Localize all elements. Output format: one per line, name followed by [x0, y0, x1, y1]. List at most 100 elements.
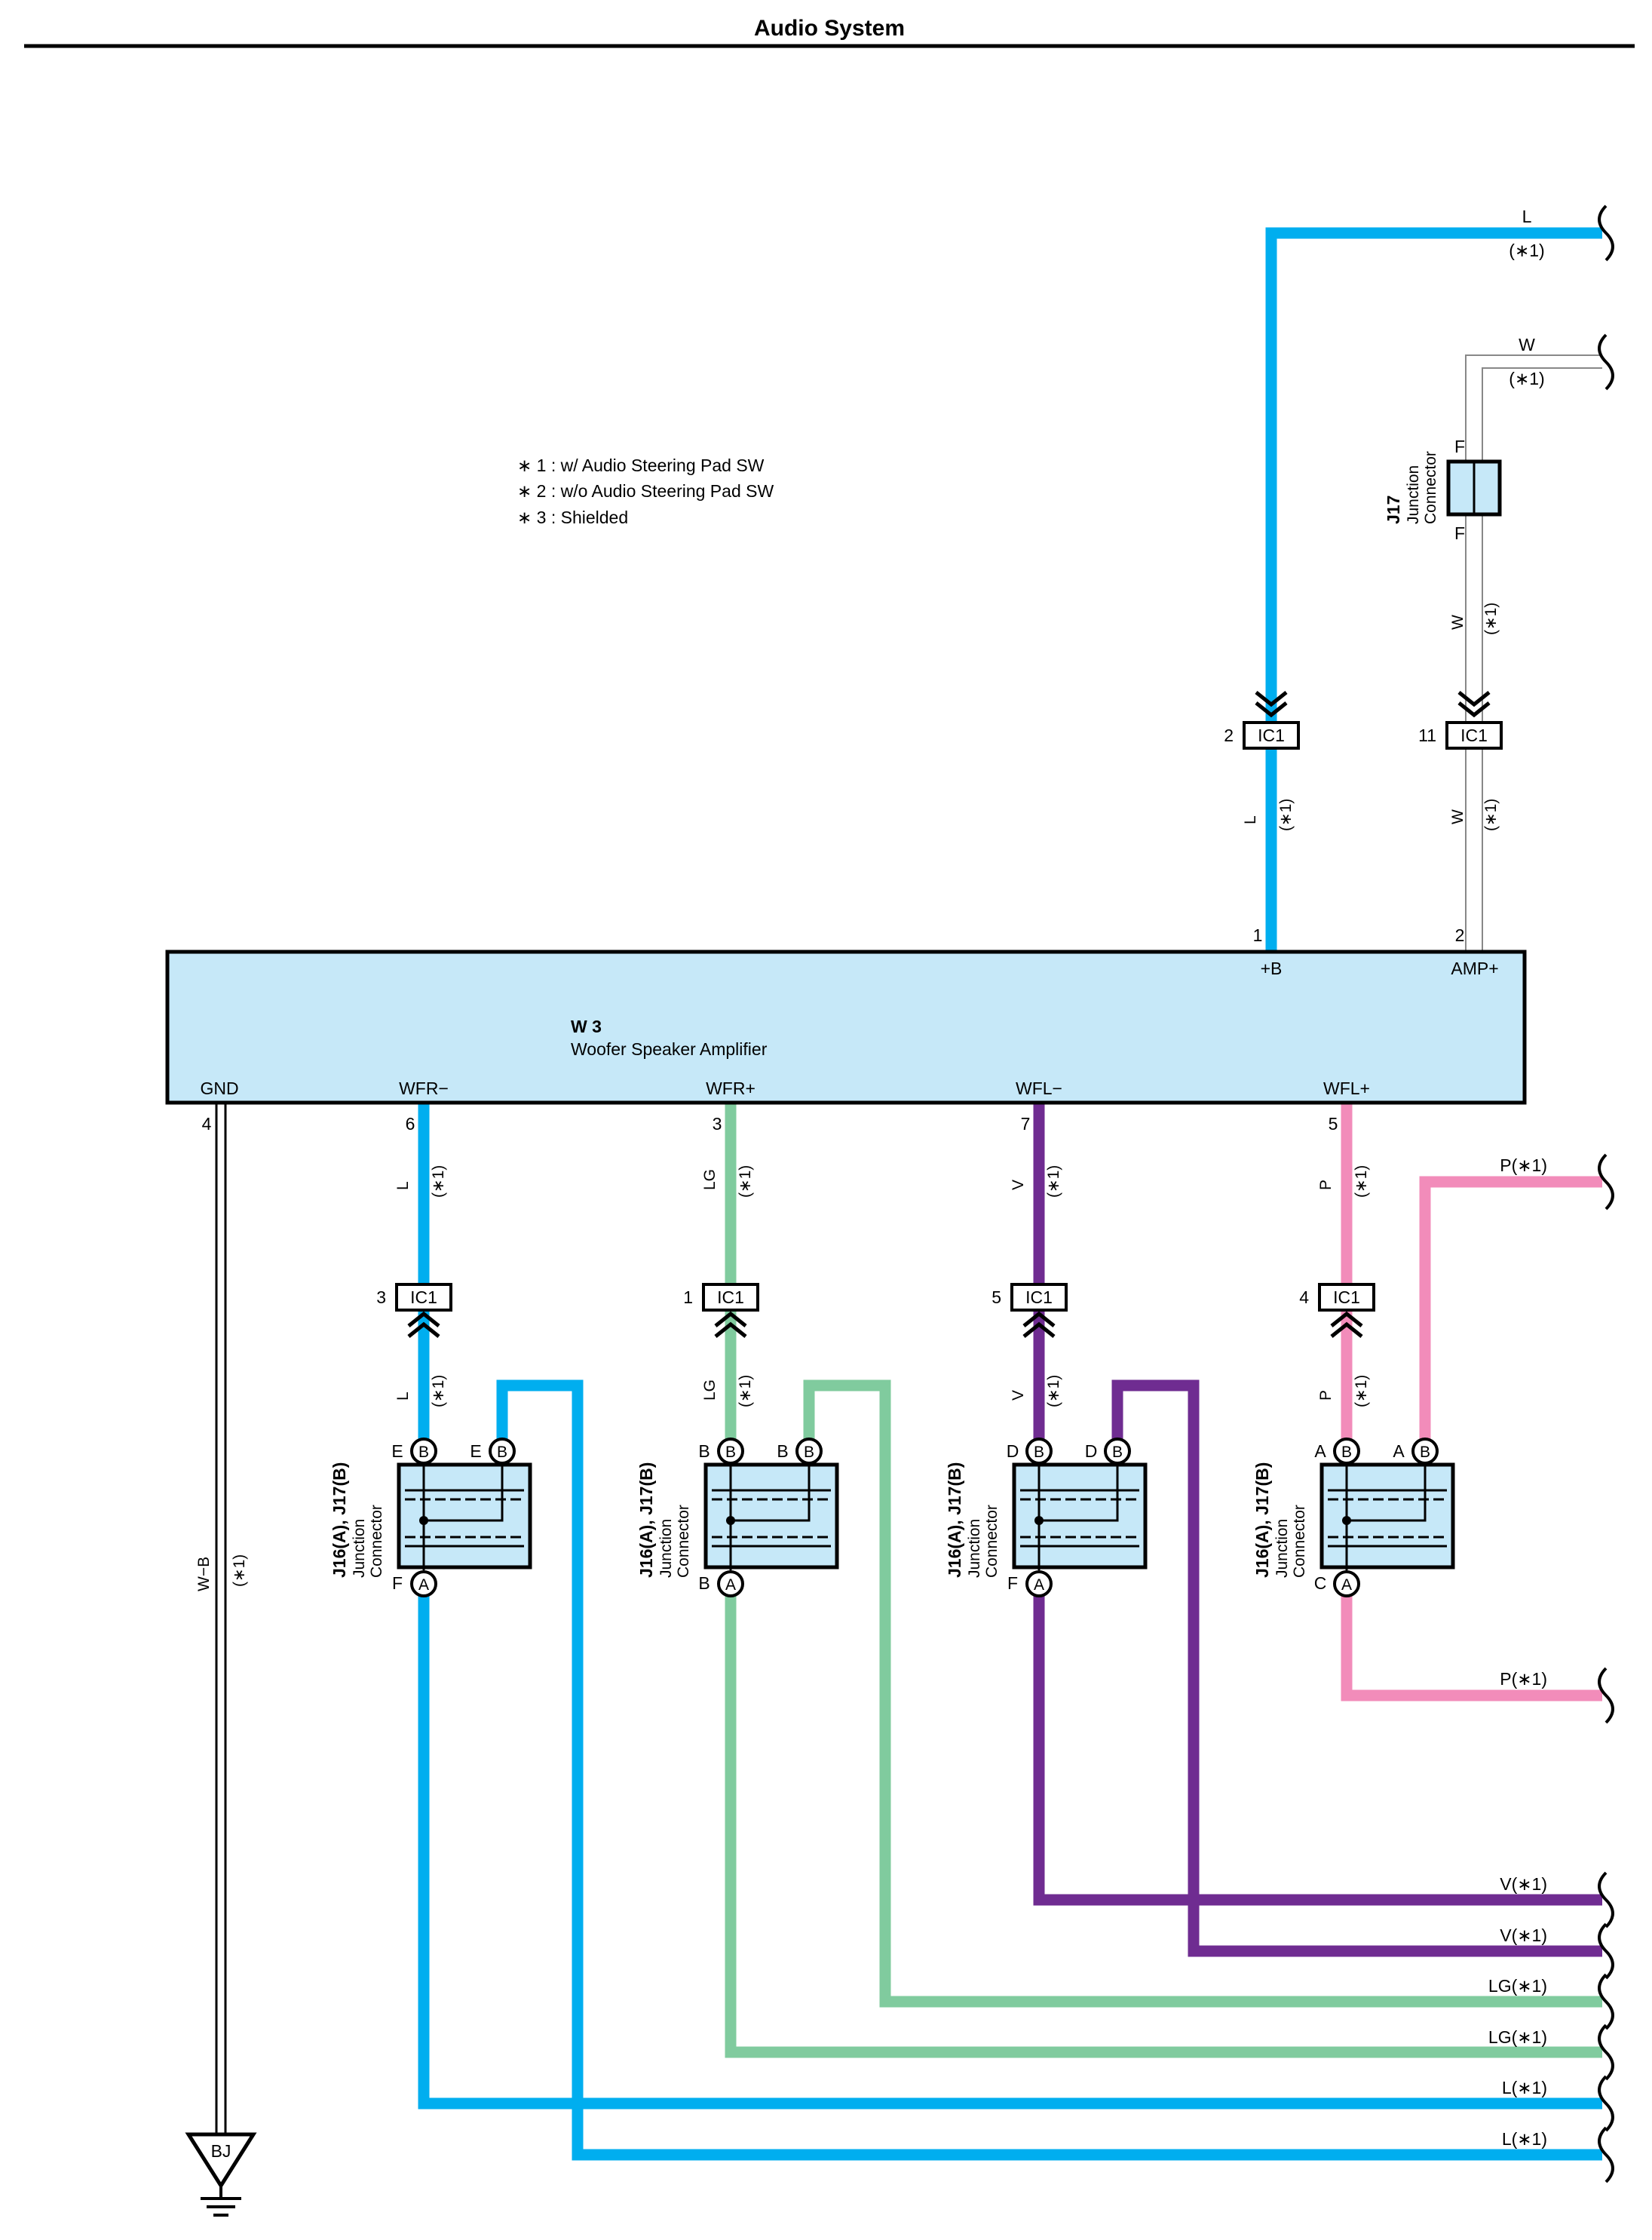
ic1-num: 2 [1224, 726, 1234, 745]
wire-w-top-b [1482, 367, 1602, 952]
edge-label-v1: V(∗1) [1500, 1874, 1547, 1894]
terminal-label: B [1112, 1444, 1123, 1461]
junction-pin: E [470, 1441, 481, 1461]
terminal-label: B [497, 1444, 507, 1461]
terminal-label: B [804, 1444, 814, 1461]
ic1-connector [1010, 1283, 1068, 1312]
wire-label-star: (∗1) [737, 1165, 754, 1198]
wire-label-star: (∗1) [430, 1165, 447, 1198]
wire-label-w: W [1449, 809, 1467, 824]
ic1-label: IC1 [1258, 726, 1285, 745]
junction-code: J16(A), J17(B) [1252, 1462, 1272, 1578]
terminal [1333, 1570, 1360, 1597]
pin-gnd-num: 4 [202, 1114, 212, 1134]
junction-pin: F [392, 1573, 403, 1593]
j17-code: J17 [1384, 496, 1403, 524]
ic1-label: IC1 [717, 1287, 744, 1307]
edge-label-top-l: L [1522, 207, 1532, 226]
wire-label: P [1317, 1180, 1335, 1190]
junction-code: J16(A), J17(B) [329, 1462, 349, 1578]
woofer-amplifier [165, 950, 1527, 1105]
edge-label-top-w: W [1519, 335, 1535, 354]
wire-label: V [1010, 1180, 1027, 1190]
j17-line1: Junction [1405, 465, 1422, 524]
junction-pin: C [1314, 1573, 1327, 1593]
wire-label-star: (∗1) [1353, 1165, 1370, 1198]
edge-label-lg2: LG(∗1) [1488, 2027, 1547, 2047]
junction-dot [726, 1516, 735, 1525]
ic1-label: IC1 [1460, 726, 1488, 745]
wire-label-wb: W−B [195, 1557, 213, 1591]
terminal-label: B [1420, 1444, 1430, 1461]
junction-connector [703, 1462, 839, 1570]
pin-wfl-plus-name: WFL+ [1323, 1079, 1370, 1098]
pin-amp-plus-name: AMP+ [1451, 959, 1498, 978]
junction-line1: Junction [657, 1519, 675, 1578]
ic1-num: 5 [992, 1287, 1001, 1307]
junction-line1: Junction [1273, 1519, 1291, 1578]
junction-pin: A [1314, 1441, 1326, 1461]
pin-wfr-plus-num: 3 [713, 1114, 722, 1134]
terminal [1104, 1438, 1131, 1465]
wire-w-top-a [1465, 354, 1602, 952]
wire-label-w-upper: W [1449, 615, 1467, 630]
edge-label-top-l-star: (∗1) [1509, 241, 1544, 260]
ic1-connector [395, 1283, 452, 1312]
junction-pin: D [1007, 1441, 1019, 1461]
terminal-label: B [418, 1444, 429, 1461]
junction-code: J16(A), J17(B) [636, 1462, 656, 1578]
j17-pin-top: F [1454, 437, 1465, 456]
wire-label-w-star: (∗1) [1482, 799, 1500, 831]
wire-label: L [394, 1392, 412, 1401]
terminal [410, 1438, 437, 1465]
ic1-label: IC1 [1025, 1287, 1053, 1307]
junction-line1: Junction [966, 1519, 983, 1578]
junction-connector [397, 1462, 532, 1570]
junction-line2: Connector [368, 1505, 385, 1578]
junction-pin: B [698, 1441, 710, 1461]
wire-label: L [394, 1181, 412, 1190]
wire-label-star: (∗1) [1045, 1165, 1062, 1198]
wire-label: P [1317, 1390, 1335, 1401]
junction-pin: B [777, 1441, 788, 1461]
ic1-label: IC1 [1333, 1287, 1360, 1307]
wire-label: V [1010, 1390, 1027, 1401]
terminal-label: B [1034, 1444, 1044, 1461]
note-1: ∗ 1 : w/ Audio Steering Pad SW [517, 456, 765, 475]
terminal-label: A [1341, 1576, 1352, 1594]
ground-label: BJ [211, 2141, 231, 2161]
junction-link [424, 1462, 504, 1522]
wire-wfr-plus-out2 [803, 1379, 1602, 2008]
junction-link [1347, 1462, 1427, 1522]
terminal-label: A [1034, 1576, 1044, 1594]
junction-link [731, 1462, 811, 1522]
junction-line2: Connector [675, 1505, 692, 1578]
junction-dot [1034, 1516, 1044, 1525]
ic1-num: 4 [1299, 1287, 1309, 1307]
terminal-label: A [725, 1576, 736, 1594]
terminal [717, 1438, 744, 1465]
edge-label-top-w-star: (∗1) [1509, 369, 1544, 388]
wire-label-w-upper-star: (∗1) [1482, 603, 1500, 635]
junction-dot [419, 1516, 428, 1525]
terminal [410, 1570, 437, 1597]
edge-label-p2: P(∗1) [1500, 1669, 1547, 1689]
ic1-connector [702, 1283, 759, 1312]
wire-wfl-plus-out1 [1341, 1580, 1602, 1701]
note-2: ∗ 2 : w/o Audio Steering Pad SW [517, 481, 774, 501]
terminal [1411, 1438, 1439, 1465]
junction-pin: A [1393, 1441, 1405, 1461]
ic1-connector [1318, 1283, 1375, 1312]
terminal-label: B [1341, 1444, 1352, 1461]
pin-wfl-minus-name: WFL− [1016, 1079, 1062, 1098]
junction-pin: E [391, 1441, 403, 1461]
wire-label-star: (∗1) [737, 1375, 754, 1407]
wire-label-wb-star: (∗1) [231, 1554, 248, 1587]
junction-pin: B [698, 1573, 710, 1593]
junction-connector [1012, 1462, 1148, 1570]
terminal-label: A [418, 1576, 429, 1594]
amp-name: Woofer Speaker Amplifier [571, 1039, 768, 1059]
junction-pin: D [1085, 1441, 1098, 1461]
wire-l-top [1265, 227, 1602, 952]
